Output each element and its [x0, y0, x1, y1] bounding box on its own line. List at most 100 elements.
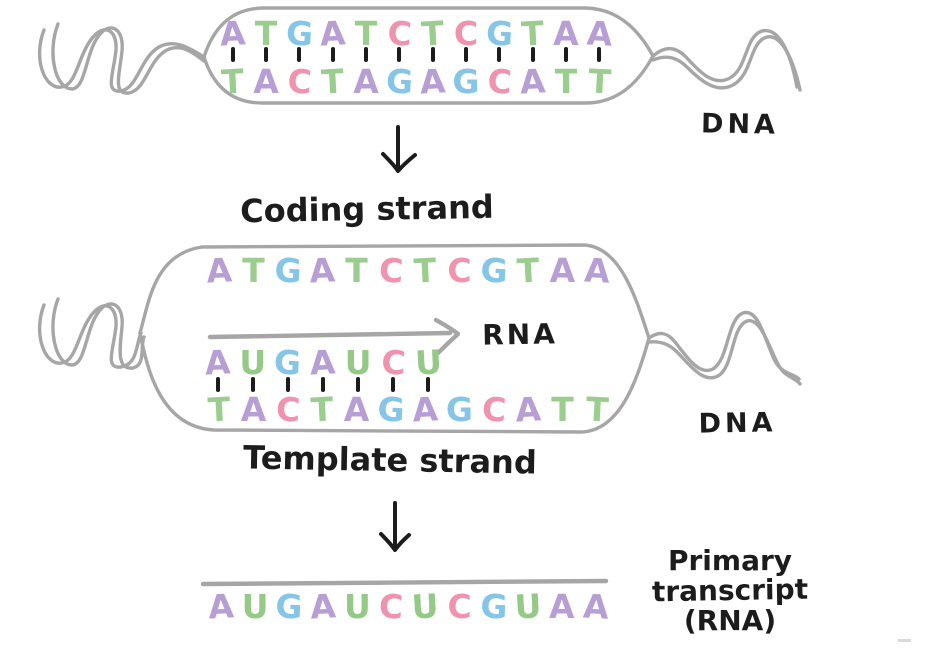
base-pair-bond — [230, 47, 235, 62]
base-pair-bond — [497, 47, 502, 62]
base-C: C — [386, 13, 413, 54]
base-pair-bond — [530, 47, 535, 62]
base-G: G — [445, 390, 473, 429]
base-T: T — [242, 251, 265, 290]
base-T: T — [320, 61, 345, 102]
base-A: A — [549, 587, 575, 626]
base-pair-bond — [285, 377, 290, 392]
base-C: C — [453, 14, 479, 53]
base-T: T — [520, 13, 545, 54]
watermark-smudge — [898, 639, 911, 642]
base-A: A — [205, 250, 233, 291]
base-pair-bond — [397, 47, 402, 62]
template-strand-label: Template strand — [242, 438, 538, 482]
base-A: A — [343, 390, 370, 429]
base-U: U — [343, 587, 371, 626]
base-U: U — [344, 343, 372, 382]
base-G: G — [384, 61, 414, 102]
base-G: G — [273, 250, 303, 291]
base-A: A — [309, 586, 338, 627]
base-U: U — [414, 342, 443, 383]
base-A: A — [553, 14, 579, 53]
base-pair-bond — [330, 47, 335, 62]
base-pair-bond — [563, 47, 568, 62]
base-G: G — [484, 13, 514, 54]
base-pair-bond — [320, 377, 325, 392]
base-T: T — [554, 62, 578, 101]
rna-bond-row — [200, 377, 446, 392]
base-T: T — [254, 14, 278, 53]
base-T: T — [309, 389, 335, 430]
base-A: A — [353, 62, 379, 101]
base-U: U — [239, 343, 267, 382]
base-C: C — [377, 250, 404, 291]
transcription-bubble-outline — [138, 243, 651, 434]
dna-label-top: DNA — [700, 108, 780, 141]
base-A: A — [308, 250, 336, 291]
base-G: G — [284, 13, 314, 54]
coding-strand-label: Coding strand — [239, 187, 495, 231]
primary-transcript-label: Primary transcript (RNA) — [625, 546, 835, 636]
rna-arrow — [207, 317, 461, 356]
base-pair-bond — [426, 377, 431, 392]
base-T: T — [584, 389, 610, 430]
base-C: C — [274, 389, 301, 430]
base-C: C — [480, 389, 507, 430]
base-A: A — [585, 13, 614, 54]
primary-transcript-label-line1: Primary — [667, 544, 793, 577]
base-A: A — [207, 586, 235, 627]
base-C: C — [447, 251, 472, 290]
base-A: A — [240, 390, 267, 429]
base-G: G — [274, 586, 304, 627]
base-T: T — [345, 251, 368, 290]
base-A: A — [549, 251, 576, 290]
base-C: C — [380, 342, 407, 383]
base-A: A — [309, 342, 337, 383]
down-arrow-bottom — [379, 501, 411, 552]
base-A: A — [514, 389, 542, 430]
base-A: A — [518, 61, 547, 102]
base-C: C — [486, 61, 513, 102]
base-pair-bond — [430, 47, 435, 62]
base-pair-bond — [250, 377, 255, 392]
primary-transcript-label-line2: transcript — [651, 572, 809, 609]
base-pair-bond — [463, 47, 468, 62]
base-G: G — [479, 250, 509, 291]
base-G: G — [273, 342, 303, 383]
base-pair-bond — [215, 377, 220, 392]
base-pair-bond — [356, 377, 361, 392]
base-A: A — [218, 13, 247, 54]
base-pair-bond — [263, 47, 268, 62]
base-C: C — [286, 61, 313, 102]
base-C: C — [447, 587, 472, 626]
primary-transcript-line — [200, 578, 609, 587]
rna-label: RNA — [481, 317, 559, 352]
base-A: A — [411, 389, 439, 430]
base-A: A — [418, 61, 447, 102]
base-G: G — [452, 62, 480, 101]
base-T: T — [206, 389, 232, 430]
base-G: G — [479, 586, 509, 627]
base-U: U — [241, 587, 269, 626]
base-pair-bond — [297, 47, 302, 62]
base-pair-bond — [391, 377, 396, 392]
base-pair-bond — [363, 47, 368, 62]
base-A: A — [203, 342, 232, 383]
dna-helix-top-right — [651, 28, 802, 92]
base-U: U — [513, 586, 543, 627]
base-T: T — [515, 250, 541, 291]
dna-label-middle: DNA — [698, 407, 777, 440]
dna-top-bond-row — [216, 47, 616, 62]
base-T: T — [220, 61, 245, 102]
dna-helix-middle-left — [37, 297, 146, 370]
base-A: A — [582, 586, 610, 627]
base-C: C — [378, 586, 405, 627]
base-T: T — [420, 13, 445, 54]
